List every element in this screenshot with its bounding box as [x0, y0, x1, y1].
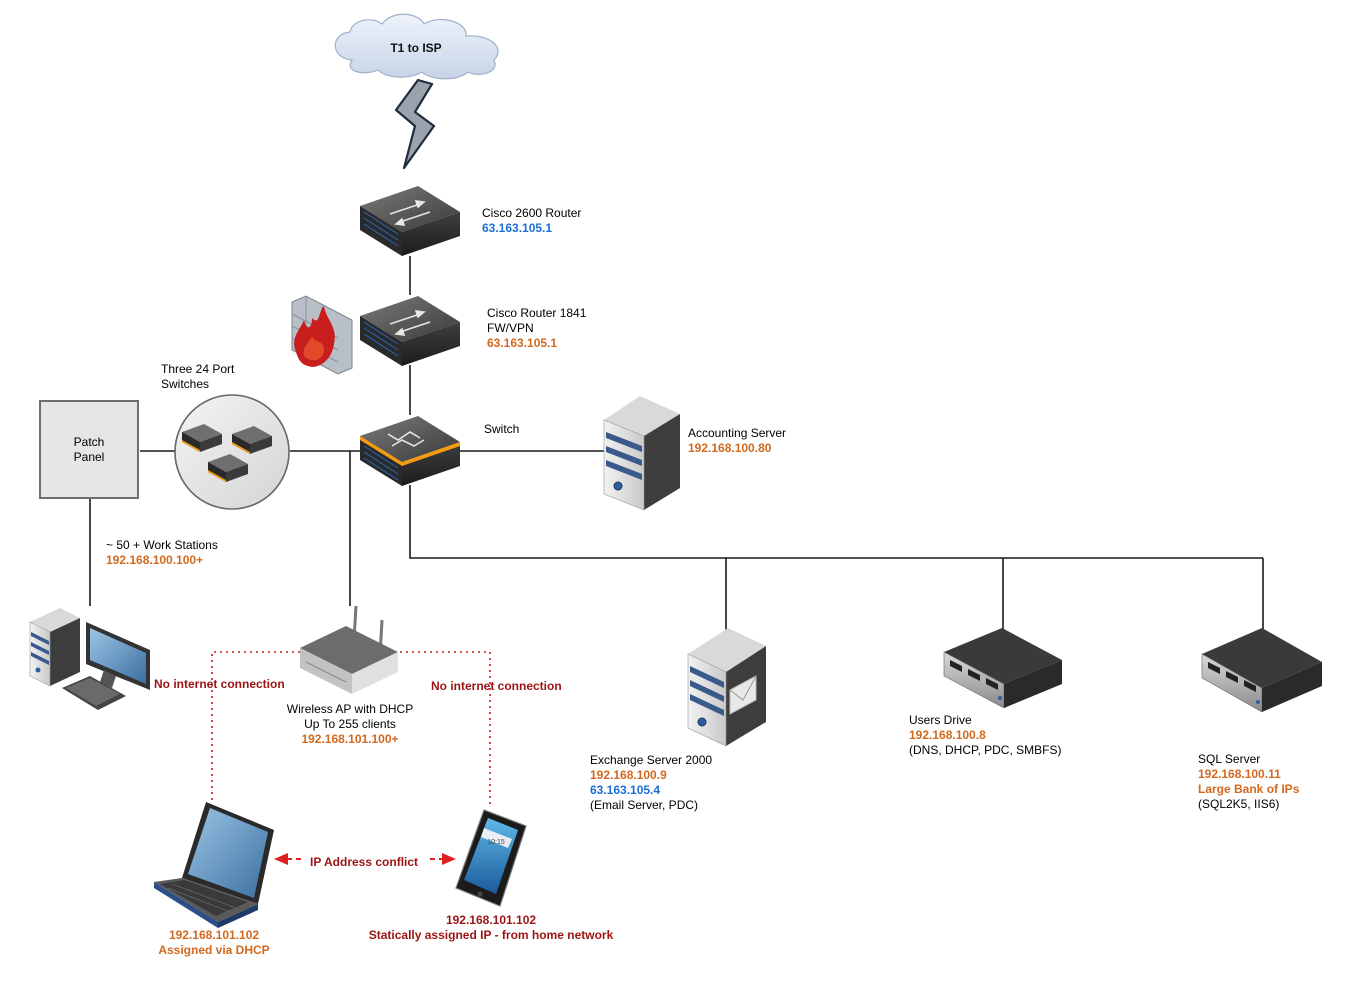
sql-server-label: SQL Server 192.168.100.11 Large Bank of … — [1198, 752, 1299, 812]
exchange-server-label: Exchange Server 2000 192.168.100.9 63.16… — [590, 753, 712, 813]
lightning-icon — [394, 78, 436, 170]
router-1841-name: Cisco Router 1841 — [487, 306, 587, 320]
sql-server-role: (SQL2K5, IIS6) — [1198, 797, 1280, 811]
sql-server-icon — [1201, 628, 1322, 713]
ip-conflict-arrow — [274, 853, 456, 865]
workstations-name: ~ 50 + Work Stations — [106, 538, 218, 552]
users-drive-label: Users Drive 192.168.100.8 (DNS, DHCP, PD… — [909, 713, 1061, 758]
workstations-ip: 192.168.100.100+ — [106, 553, 204, 567]
wireless-ap-ip: 192.168.101.100+ — [301, 732, 399, 746]
router-2600-label: Cisco 2600 Router 63.163.105.1 — [482, 206, 581, 236]
ip-conflict-label: IP Address conflict — [310, 855, 419, 869]
users-drive-name: Users Drive — [909, 713, 972, 727]
switch-label: Switch — [484, 422, 519, 437]
cloud-label: T1 to ISP — [390, 41, 441, 55]
phone-ip: 192.168.101.102 — [445, 913, 537, 927]
accounting-server-ip: 192.168.100.80 — [688, 441, 772, 455]
sql-server-name: SQL Server — [1198, 752, 1261, 766]
sql-server-note: Large Bank of IPs — [1198, 782, 1300, 796]
switch-stack-line2: Switches — [161, 377, 210, 391]
accounting-server-label: Accounting Server 192.168.100.80 — [688, 426, 786, 456]
router-1841-icon — [360, 296, 460, 366]
phone-note: Statically assigned IP - from home netwo… — [368, 928, 614, 942]
accounting-server-name: Accounting Server — [688, 426, 787, 440]
exchange-server-role: (Email Server, PDC) — [590, 798, 699, 812]
no-internet-right-label: No internet connection — [431, 679, 562, 693]
wireless-ap-name: Wireless AP with DHCP — [286, 702, 414, 716]
no-internet-left-label: No internet connection — [154, 677, 285, 691]
switch-stack-icon — [174, 394, 290, 510]
wireless-ap-capacity: Up To 255 clients — [304, 717, 396, 731]
phone-icon — [455, 809, 527, 907]
laptop-ip: 192.168.101.102 — [168, 928, 260, 942]
laptop-label: 192.168.101.102 Assigned via DHCP — [134, 928, 294, 958]
laptop-note: Assigned via DHCP — [158, 943, 270, 957]
router-2600-ip: 63.163.105.1 — [482, 221, 553, 235]
switch-name: Switch — [484, 422, 520, 436]
connection-lines — [89, 256, 1264, 630]
wireless-dashed-links — [211, 651, 491, 808]
exchange-server-name: Exchange Server 2000 — [590, 753, 713, 767]
router-1841-ip: 63.163.105.1 — [487, 336, 558, 350]
users-drive-role: (DNS, DHCP, PDC, SMBFS) — [909, 743, 1062, 757]
switch-stack-line1: Three 24 Port — [161, 362, 235, 376]
patch-panel: Patch Panel — [39, 400, 139, 499]
accounting-server-icon — [603, 396, 680, 511]
workstations-label: ~ 50 + Work Stations 192.168.100.100+ — [106, 538, 218, 568]
exchange-server-ip1: 192.168.100.9 — [590, 768, 667, 782]
router-1841-role: FW/VPN — [487, 321, 534, 335]
sql-server-ip: 192.168.100.11 — [1198, 767, 1281, 781]
phone-label: 192.168.101.102 Statically assigned IP -… — [351, 913, 631, 943]
users-drive-ip: 192.168.100.8 — [909, 728, 986, 742]
router-2600-name: Cisco 2600 Router — [482, 206, 582, 220]
switch-stack-label: Three 24 Port Switches — [161, 362, 234, 392]
switch-icon — [360, 416, 460, 486]
workstation-icon — [29, 608, 150, 710]
router-1841-label: Cisco Router 1841 FW/VPN 63.163.105.1 — [487, 306, 586, 351]
cloud-icon — [334, 13, 499, 80]
patch-panel-label-2: Panel — [73, 449, 105, 464]
phone-clock: 10:15 — [487, 839, 505, 846]
exchange-server-ip2: 63.163.105.4 — [590, 783, 661, 797]
wireless-ap-icon — [300, 605, 398, 694]
router-2600-icon — [360, 186, 460, 256]
firewall-icon — [291, 295, 353, 375]
laptop-icon — [154, 802, 274, 928]
wireless-ap-label: Wireless AP with DHCP Up To 255 clients … — [270, 702, 430, 747]
users-drive-icon — [943, 628, 1062, 709]
patch-panel-label-1: Patch — [73, 434, 105, 449]
exchange-server-icon — [687, 628, 766, 747]
